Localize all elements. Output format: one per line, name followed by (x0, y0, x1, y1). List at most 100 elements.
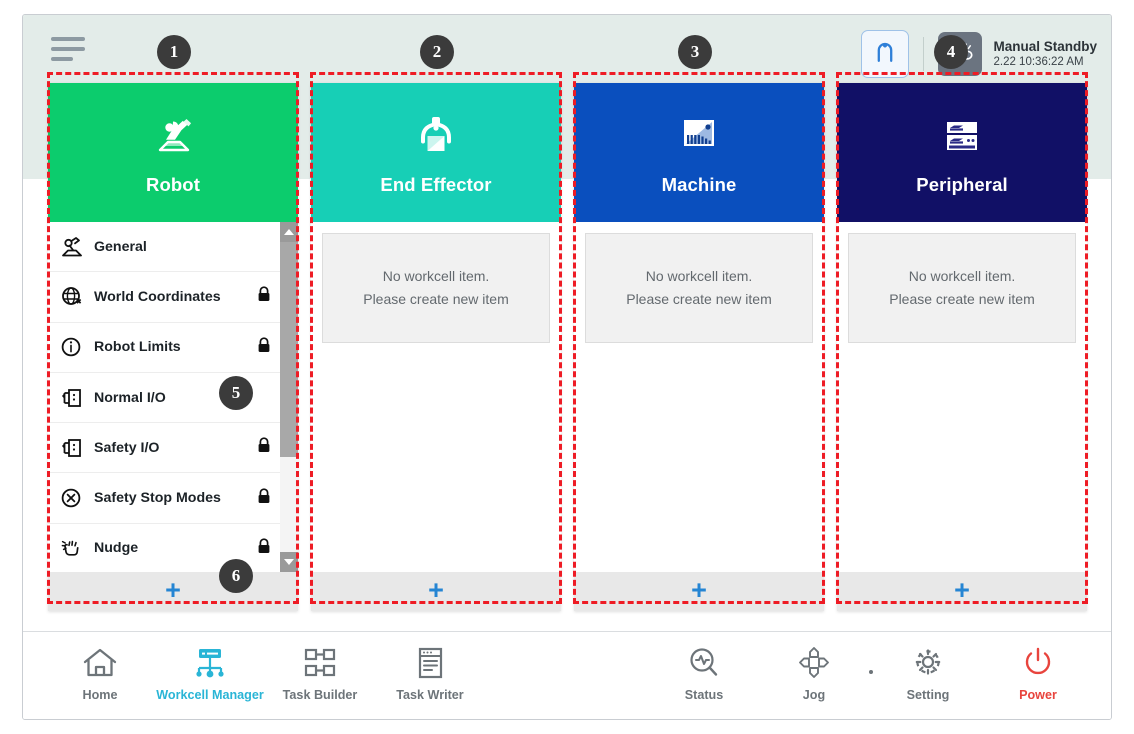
menu-item-label: Safety I/O (94, 439, 160, 456)
home-icon (82, 642, 118, 684)
empty-state-machine: No workcell item. Please create new item (585, 233, 813, 343)
empty-state-end-effector: No workcell item. Please create new item (322, 233, 550, 343)
robot-arm-icon (147, 110, 199, 162)
io-port-icon (58, 386, 85, 410)
gripper-icon (413, 110, 459, 162)
nav-item-task-builder[interactable]: Task Builder (265, 642, 375, 702)
nav-item-status[interactable]: Status (649, 642, 759, 702)
nav-separator-dot (869, 670, 873, 674)
column-header-peripheral[interactable]: Peripheral (837, 83, 1087, 222)
plus-icon: + (428, 575, 444, 605)
lock-icon (257, 538, 271, 559)
add-machine-button[interactable]: + (574, 572, 824, 611)
bottom-nav-left-group: Home Workcell Manage (45, 642, 485, 702)
nav-item-workcell-manager[interactable]: Workcell Manager (155, 642, 265, 702)
plus-icon: + (165, 575, 181, 605)
column-header-robot[interactable]: Robot (48, 83, 298, 222)
lock-icon (257, 437, 271, 458)
nav-label-task-writer: Task Writer (396, 688, 464, 702)
nav-item-task-writer[interactable]: Task Writer (375, 642, 485, 702)
menu-item-label: Safety Stop Modes (94, 490, 221, 507)
bottom-nav-right-group: Status Jog (649, 642, 1093, 702)
scroll-up-button[interactable] (280, 222, 298, 242)
add-end-effector-button[interactable]: + (311, 572, 561, 611)
empty-line-2: Please create new item (889, 291, 1035, 307)
nav-label-status: Status (684, 688, 724, 702)
add-peripheral-button[interactable]: + (837, 572, 1087, 611)
empty-line-1: No workcell item. (645, 268, 753, 285)
scrollbar-thumb[interactable] (280, 242, 298, 457)
menu-item-label: World Coordinates (94, 288, 221, 305)
menu-item-general[interactable]: General (48, 222, 280, 273)
menu-item-normal-i-o[interactable]: Normal I/O (48, 373, 280, 424)
add-robot-button[interactable]: + (48, 572, 298, 611)
workcell-manager-icon (191, 642, 229, 684)
menu-item-robot-limits[interactable]: Robot Limits (48, 323, 280, 373)
nav-item-home[interactable]: Home (45, 642, 155, 702)
globe-axis-icon (58, 285, 85, 309)
lock-icon (257, 337, 271, 358)
chevron-up-icon (284, 229, 294, 235)
empty-line-1: No workcell item. (908, 268, 1016, 285)
hamburger-menu-icon[interactable] (51, 37, 85, 63)
nav-label-setting: Setting (906, 688, 950, 702)
lock-icon (257, 487, 271, 509)
menu-item-safety-i-o[interactable]: Safety I/O (48, 423, 280, 474)
chevron-down-icon (284, 559, 294, 565)
robot-mode-label: Manual Standby (993, 38, 1097, 54)
empty-line-1: No workcell item. (382, 268, 490, 285)
nav-label-workcell-manager: Workcell Manager (156, 688, 264, 702)
stop-x-icon (58, 486, 85, 510)
scroll-down-button[interactable] (280, 552, 298, 572)
menu-item-safety-stop-modes[interactable]: Safety Stop Modes (48, 473, 280, 524)
limits-circle-icon (58, 335, 85, 359)
workcell-column-end-effector: End Effector No workcell item. Please cr… (311, 83, 561, 611)
column-title-peripheral: Peripheral (916, 173, 1008, 195)
menu-item-label: Nudge (94, 540, 139, 557)
application-window: Manual Standby 2.22 10:36:22 AM Robot (22, 14, 1112, 720)
menu-item-label: General (94, 238, 147, 255)
task-writer-icon (412, 642, 448, 684)
nav-label-home: Home (82, 688, 118, 702)
nav-label-task-builder: Task Builder (282, 688, 358, 702)
plus-icon: + (691, 575, 707, 605)
power-icon (1020, 642, 1056, 684)
robot-menu-scrollbar[interactable] (280, 222, 298, 572)
manual-hand-icon-button[interactable] (938, 32, 983, 76)
nav-label-jog: Jog (802, 688, 826, 702)
server-rack-icon (939, 110, 985, 162)
menu-item-world-coordinates[interactable]: World Coordinates (48, 272, 280, 323)
status-timestamp: 2.22 10:36:22 AM (993, 56, 1084, 69)
column-header-machine[interactable]: Machine (574, 83, 824, 222)
header-status-group: Manual Standby 2.22 10:36:22 AM (861, 30, 1097, 78)
empty-line-2: Please create new item (626, 291, 772, 307)
status-pulse-icon (686, 642, 722, 684)
end-effector-body: No workcell item. Please create new item (311, 222, 561, 572)
robot-arm-button[interactable] (861, 30, 910, 78)
manual-hand-icon (948, 43, 974, 60)
nav-item-power[interactable]: Power (983, 642, 1093, 702)
workcell-column-machine: Machine No workcell item. Please create … (574, 83, 824, 611)
header-divider (923, 37, 925, 71)
nav-item-jog[interactable]: Jog (759, 642, 869, 702)
empty-line-2: Please create new item (363, 291, 509, 307)
menu-item-label: Robot Limits (94, 339, 181, 356)
column-title-end-effector: End Effector (380, 173, 492, 195)
hamburger-line (51, 47, 85, 51)
gear-icon (910, 642, 946, 684)
jog-arrows-icon (796, 642, 832, 684)
bottom-navigation-bar: Home Workcell Manage (23, 631, 1111, 719)
workcell-column-peripheral: Peripheral No workcell item. Please crea… (837, 83, 1087, 611)
empty-state-peripheral: No workcell item. Please create new item (848, 233, 1076, 343)
menu-item-label: Normal I/O (94, 389, 166, 406)
column-header-end-effector[interactable]: End Effector (311, 83, 561, 222)
menu-item-nudge[interactable]: Nudge (48, 524, 280, 572)
column-title-machine: Machine (661, 173, 737, 195)
nav-item-setting[interactable]: Setting (873, 642, 983, 702)
column-title-robot: Robot (146, 173, 200, 195)
task-builder-icon (301, 642, 339, 684)
